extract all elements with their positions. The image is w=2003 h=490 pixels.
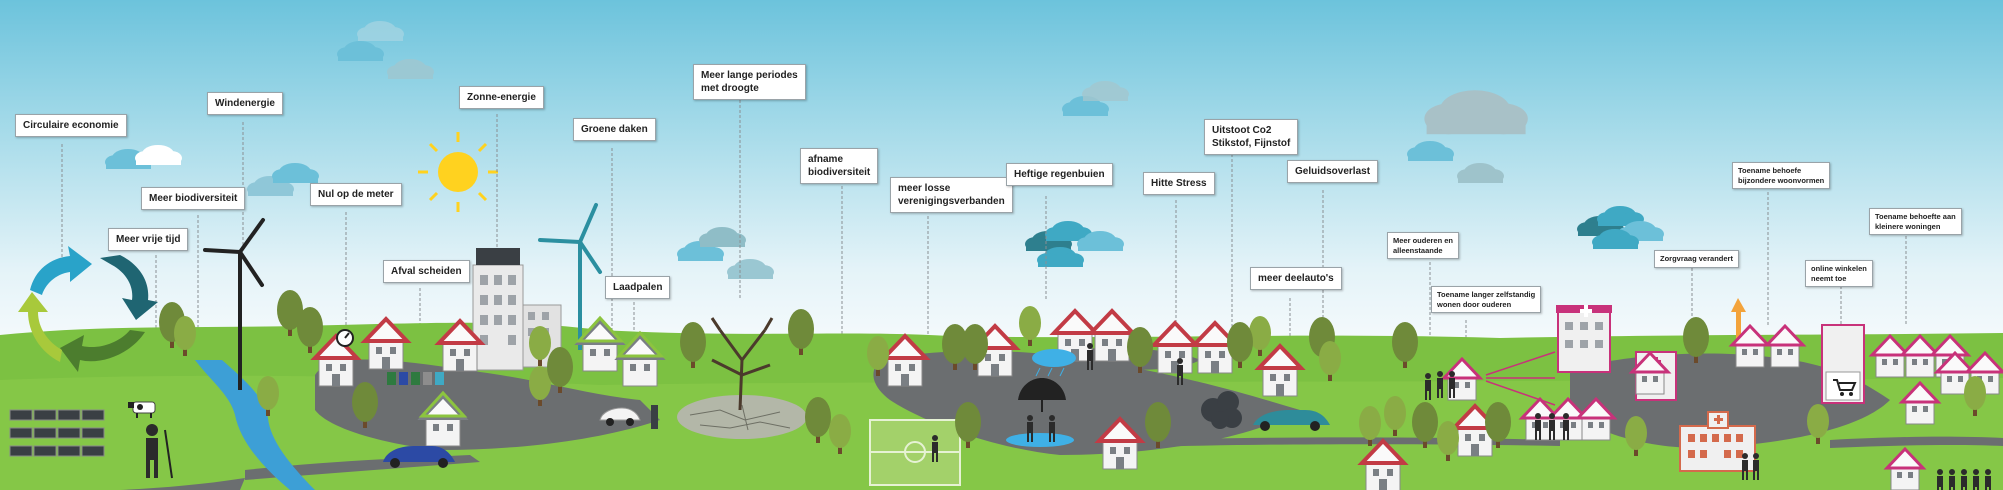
label-heftige-regenbuien: Heftige regenbuien <box>1006 163 1113 186</box>
label-text-line: alleenstaande <box>1393 245 1443 255</box>
umbrella-icon <box>1006 349 1076 447</box>
label-lange-periodes-droogte: Meer lange periodes met droogte <box>693 64 806 100</box>
label-losse-verenigingsverbanden: meer losse verenigingsverbanden <box>890 177 1013 213</box>
exhaust-smoke <box>1201 391 1242 429</box>
meter-clock <box>336 329 354 347</box>
label-text-line: met droogte <box>701 83 759 94</box>
people <box>146 343 1991 490</box>
shopping-cart-icon <box>1821 324 1865 404</box>
growth-arrow <box>1731 298 1746 350</box>
label-afval-scheiden: Afval scheiden <box>383 260 470 283</box>
car-icon <box>383 407 1330 468</box>
label-laadpalen: Laadpalen <box>605 276 671 299</box>
label-text-line: afname <box>808 154 844 165</box>
label-text-line: Stikstof, Fijnstof <box>1212 138 1291 149</box>
label-text-line: Meer lange periodes <box>701 70 798 81</box>
label-groene-daken: Groene daken <box>573 118 656 141</box>
label-text-line: Meer ouderen en <box>1393 236 1454 245</box>
label-meer-biodiversiteit: Meer biodiversiteit <box>141 187 246 210</box>
label-circulaire-economie: Circulaire economie <box>15 114 127 137</box>
label-text-line: verenigingsverbanden <box>898 196 1005 207</box>
label-text-line: kleinere woningen <box>1875 221 1941 231</box>
label-text-line: Toename behoefe <box>1738 166 1802 175</box>
river <box>195 360 315 490</box>
label-hitte-stress: Hitte Stress <box>1143 172 1215 195</box>
label-text-line: Toename behoefte aan <box>1875 212 1956 221</box>
label-geluidsoverlast: Geluidsoverlast <box>1287 160 1379 183</box>
sports-field <box>869 419 961 486</box>
charging-pole <box>651 405 658 429</box>
label-deelautos: meer deelauto's <box>1250 267 1342 290</box>
label-text-line: Toename langer zelfstandig <box>1437 290 1536 299</box>
label-text-line: online winkelen <box>1811 264 1867 273</box>
label-text-line: biodiversiteit <box>808 167 871 178</box>
cow <box>128 401 156 418</box>
label-zonne-energie: Zonne-energie <box>459 86 544 109</box>
label-text-line: Uitstoot Co2 <box>1212 125 1272 136</box>
label-text-line: bijzondere woonvormen <box>1738 175 1825 185</box>
label-text-line: meer losse <box>898 183 951 194</box>
label-nul-op-de-meter: Nul op de meter <box>310 183 402 206</box>
solar-panel-icon <box>9 409 105 457</box>
trash-bins <box>387 372 444 385</box>
label-meer-vrije-tijd: Meer vrije tijd <box>108 228 189 251</box>
wind-turbine-icon <box>203 203 602 390</box>
label-text-line: neemt toe <box>1811 273 1847 283</box>
drought-ground <box>677 395 807 439</box>
recycle-icon <box>18 246 158 372</box>
label-windenergie: Windenergie <box>207 92 283 115</box>
dead-tree <box>710 317 774 411</box>
label-text-line: wonen door ouderen <box>1437 299 1512 309</box>
label-afname-biodiversiteit: afname biodiversiteit <box>800 148 879 184</box>
label-zorgvraag-verandert: Zorgvraag verandert <box>1654 250 1739 268</box>
sun-icon <box>418 132 498 212</box>
